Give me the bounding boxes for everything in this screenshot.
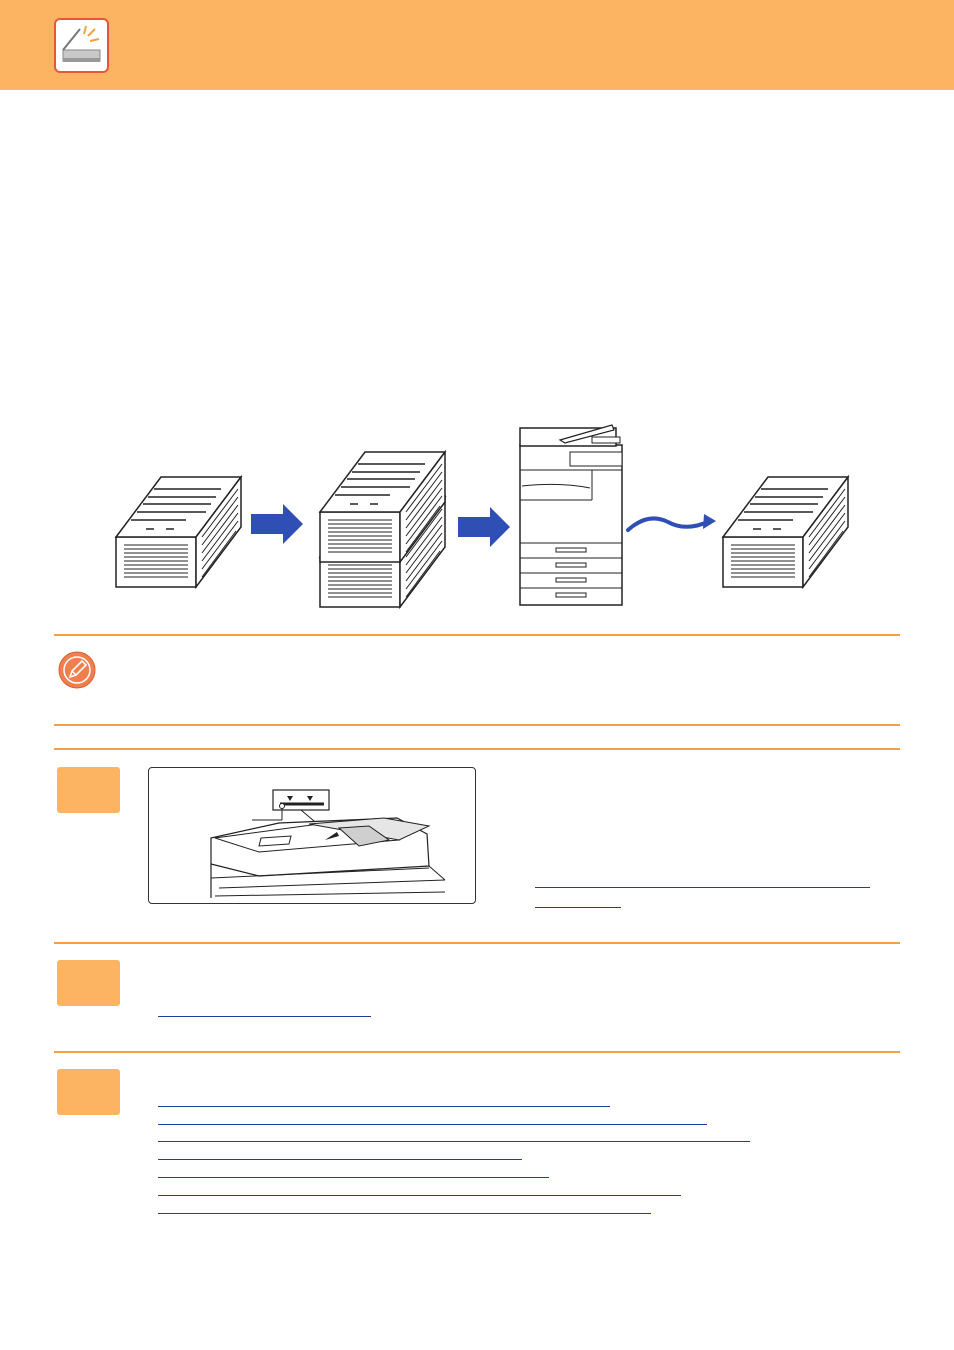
arrow-icon bbox=[458, 507, 510, 547]
scanner-icon bbox=[54, 18, 109, 73]
split-stack-bottom-icon bbox=[319, 496, 446, 608]
divider bbox=[54, 748, 900, 750]
reference-link[interactable] bbox=[158, 1213, 651, 1214]
divider bbox=[54, 942, 900, 944]
arrow-icon bbox=[251, 504, 303, 544]
output-stack-icon bbox=[722, 476, 849, 588]
reference-link[interactable] bbox=[158, 1177, 549, 1178]
divider bbox=[54, 724, 900, 726]
step-number bbox=[57, 960, 120, 1006]
reference-link[interactable] bbox=[158, 1106, 610, 1107]
reference-link[interactable] bbox=[158, 1141, 750, 1142]
send-arrow-icon bbox=[626, 514, 716, 532]
divider bbox=[54, 634, 900, 636]
document-feeder-illustration bbox=[148, 767, 476, 904]
step-number bbox=[57, 1069, 120, 1115]
page-header bbox=[0, 0, 954, 90]
step-number-badge bbox=[57, 767, 120, 813]
step-number-badge bbox=[57, 960, 120, 1006]
pencil-icon bbox=[58, 651, 96, 689]
reference-link[interactable] bbox=[158, 1195, 681, 1196]
reference-link[interactable] bbox=[158, 1159, 522, 1160]
step-number-badge bbox=[57, 1069, 120, 1115]
original-stack-icon bbox=[115, 476, 242, 588]
reference-link[interactable] bbox=[535, 887, 870, 888]
divider bbox=[54, 1051, 900, 1053]
copier-icon bbox=[519, 424, 623, 606]
reference-link[interactable] bbox=[158, 1124, 707, 1125]
split-stack-top-icon bbox=[319, 451, 446, 563]
reference-link[interactable] bbox=[535, 907, 621, 908]
step-number bbox=[57, 767, 120, 813]
reference-link[interactable] bbox=[158, 1016, 371, 1017]
